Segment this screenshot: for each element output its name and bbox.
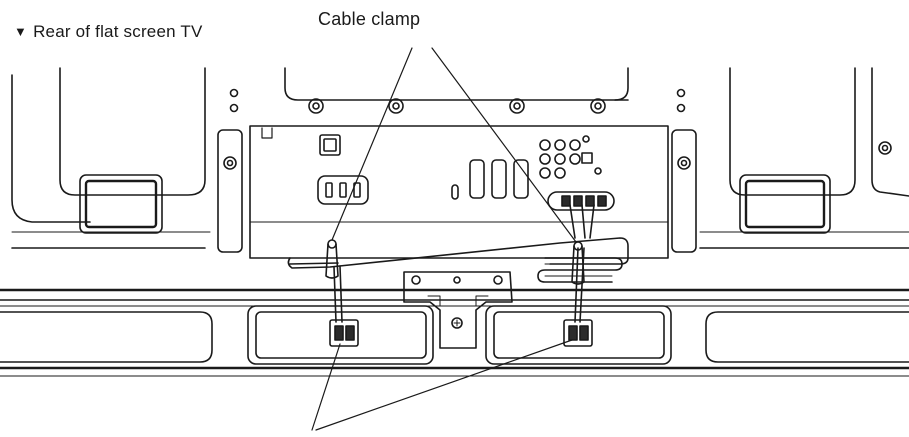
speaker-cables: [287, 204, 629, 323]
down-triangle-icon: ▼: [14, 24, 28, 39]
leader-lines: [311, 47, 577, 431]
right-bracket: [671, 129, 697, 253]
left-handle: [79, 174, 163, 234]
speaker-terminal-right: [563, 319, 593, 347]
tv-back-panel: [11, 67, 909, 249]
speaker-terminal-left: [329, 319, 359, 347]
speaker-bar: [0, 288, 909, 377]
top-screws: [229, 88, 686, 114]
right-screw: [878, 141, 892, 155]
cable-clamp-right: [571, 241, 585, 285]
center-bracket: [403, 271, 513, 349]
left-bracket: [217, 129, 243, 253]
terminal-panel: [249, 125, 669, 259]
rear-of-tv-label: Rear of flat screen TV: [33, 22, 203, 41]
rear-of-tv-title: ▼ Rear of flat screen TV: [14, 22, 203, 42]
right-handle: [739, 174, 831, 234]
cable-clamp-label: Cable clamp: [318, 9, 421, 29]
tv-speaker-terminal: [547, 191, 615, 211]
cable-clamp-left: [325, 239, 339, 279]
